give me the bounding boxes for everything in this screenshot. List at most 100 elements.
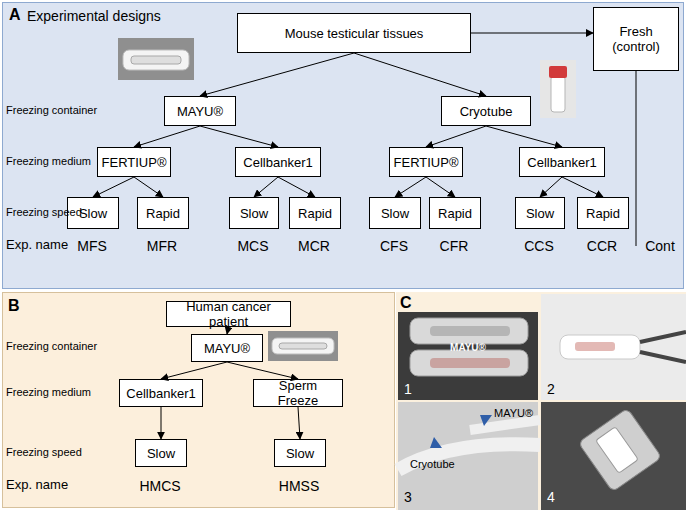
photo-caption: MAYU® (494, 407, 533, 420)
process-box: Rapid (137, 197, 189, 229)
experiment-name: CCS (524, 238, 554, 254)
box-text: Sperm Freeze (260, 378, 336, 408)
tissue-slot (575, 342, 615, 351)
arrow-connector (161, 407, 162, 439)
process-box: Cellbanker1 (235, 147, 321, 177)
box-text: Slow (286, 446, 314, 461)
photo-number: 3 (404, 489, 412, 505)
box-text: Slow (79, 206, 107, 221)
row-label: Freezing container (6, 340, 97, 353)
experiment-name: MCR (298, 238, 330, 254)
process-box: FERTIUP® (97, 147, 171, 177)
panel-letter: C (400, 294, 412, 312)
arrow-connector (471, 33, 593, 34)
mayu-device (123, 50, 189, 70)
row-label: Freezing speed (6, 446, 82, 459)
process-box: Cryotube (441, 96, 531, 126)
box-text: Cellbanker1 (243, 155, 312, 170)
photo-background (540, 60, 576, 118)
process-box: Human cancer patient (166, 301, 291, 327)
photo-2 (541, 294, 686, 400)
box-text: Rapid (298, 206, 332, 221)
cryotube-holder (578, 408, 662, 492)
control-line (636, 70, 637, 246)
arrow-connector (278, 177, 315, 197)
mayu-device (560, 335, 640, 359)
process-box: Mouse testicular tissues (237, 13, 471, 53)
box-text: Mouse testicular tissues (285, 26, 424, 41)
experiment-name: Cont (645, 238, 675, 254)
cryotube-edge (398, 444, 540, 470)
row-label: Freezing container (6, 104, 97, 117)
arrow-connector (395, 177, 426, 197)
mayu-device (410, 350, 528, 376)
experiment-name: MCS (237, 238, 268, 254)
process-box: Fresh (control) (593, 7, 679, 71)
box-text: Cellbanker1 (527, 155, 596, 170)
arrow-connector (200, 53, 354, 96)
box-text: Cryotube (460, 104, 513, 119)
arrow-connector (227, 327, 229, 334)
panel-c-photos (396, 292, 686, 510)
pointer-triangle (430, 437, 442, 448)
arrow-connector (93, 177, 134, 197)
arrow-connector (161, 362, 227, 379)
tube-cap (549, 66, 567, 78)
mayu-slot (430, 326, 510, 336)
box-text: Rapid (146, 206, 180, 221)
row-label: Exp. name (6, 238, 68, 253)
arrow-connector (540, 177, 562, 197)
mayu-device (410, 318, 528, 344)
process-box: Rapid (429, 197, 481, 229)
photo-4 (541, 402, 686, 510)
photo-1 (398, 312, 538, 400)
tube-body (551, 76, 565, 112)
panel-letter: B (8, 297, 20, 315)
mayu-slot (430, 358, 510, 368)
process-box: Cellbanker1 (119, 379, 203, 407)
mayu-device (272, 338, 334, 354)
box-text: Cellbanker1 (126, 386, 195, 401)
arrow-connector (134, 126, 200, 147)
process-box: Slow (369, 197, 421, 229)
cryotube-photo (540, 60, 576, 118)
process-box: Slow (274, 439, 326, 467)
photo-number: 2 (547, 381, 555, 397)
pointer-triangle (480, 415, 492, 426)
tweezers (640, 332, 686, 362)
box-text: Fresh (control) (600, 24, 672, 54)
process-box: Slow (515, 197, 565, 229)
panel-letter: A (9, 6, 21, 24)
box-text: MAYU® (177, 104, 223, 119)
box-text: FERTIUP® (102, 155, 167, 170)
experiment-name: HMSS (279, 478, 319, 494)
mayu-slot (131, 56, 181, 64)
box-text: Rapid (438, 206, 472, 221)
process-box: Cellbanker1 (519, 147, 605, 177)
arrow-connector (254, 177, 278, 197)
box-text: Slow (526, 206, 554, 221)
box-text: FERTIUP® (394, 155, 459, 170)
experiment-name: MFR (147, 238, 177, 254)
box-text: Slow (381, 206, 409, 221)
row-label: Exp. name (6, 478, 68, 493)
cryotube (596, 427, 639, 474)
arrow-connector (227, 362, 298, 379)
arrow-connector (134, 177, 163, 197)
mayu-photo (118, 38, 194, 80)
mayu-photo (268, 331, 338, 361)
row-label: Freezing medium (6, 155, 91, 168)
process-box: Slow (229, 197, 279, 229)
box-text: Rapid (586, 206, 620, 221)
mayu-edge (470, 420, 540, 430)
experiment-name: MFS (77, 238, 107, 254)
box-text: Human cancer patient (173, 299, 284, 329)
panel-heading: Experimental designs (27, 8, 161, 24)
process-box: MAYU® (164, 96, 236, 126)
box-text: MAYU® (204, 341, 250, 356)
experiment-name: HMCS (139, 478, 180, 494)
arrow-connector (298, 407, 300, 439)
photo-caption: MAYU® (450, 342, 486, 354)
arrow-connector (486, 126, 562, 147)
process-box: Sperm Freeze (253, 379, 343, 407)
